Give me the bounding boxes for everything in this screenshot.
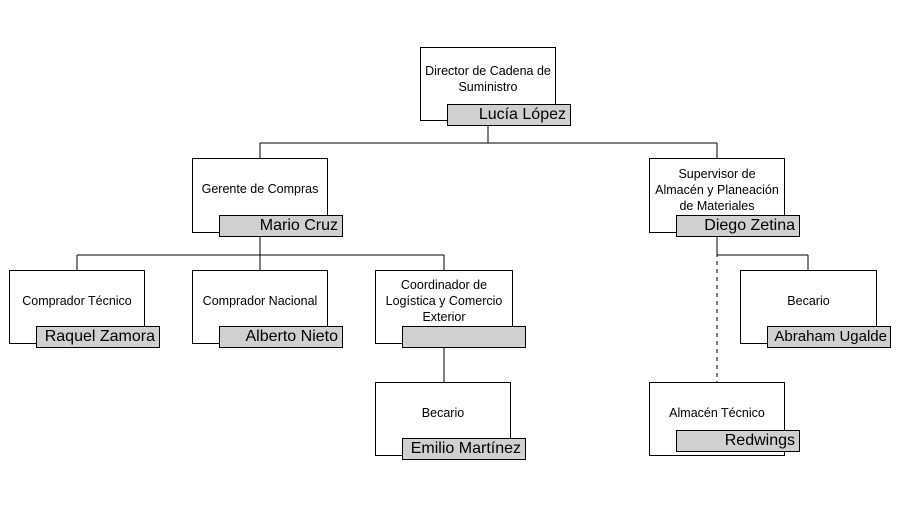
node-title: Director de Cadena de Suministro (425, 64, 551, 94)
node-name-director: Lucía López (447, 104, 571, 126)
node-title: Comprador Técnico (22, 294, 132, 308)
node-title: Almacén Técnico (669, 406, 765, 420)
node-name-coordinador-logistica (402, 326, 526, 348)
node-name-comprador-tecnico: Raquel Zamora (36, 326, 160, 348)
node-title: Becario (421, 406, 465, 420)
node-title: Supervisor de Almacén y Planeación de Ma… (655, 167, 779, 213)
node-title: Gerente de Compras (201, 182, 319, 196)
node-name-becario-almacen: Abraham Ugalde (767, 326, 891, 348)
node-title: Becario (787, 294, 830, 308)
node-name-comprador-nacional: Alberto Nieto (219, 326, 343, 348)
node-title: Comprador Nacional (202, 294, 318, 308)
node-name-gerente-compras: Mario Cruz (219, 215, 343, 237)
node-name-becario-logistica: Emilio Martínez (402, 438, 526, 460)
node-name-supervisor-almacen: Diego Zetina (676, 215, 800, 237)
node-name-almacen-tecnico: Redwings (676, 430, 800, 452)
node-title: Coordinador de Logística y Comercio Exte… (385, 278, 503, 324)
